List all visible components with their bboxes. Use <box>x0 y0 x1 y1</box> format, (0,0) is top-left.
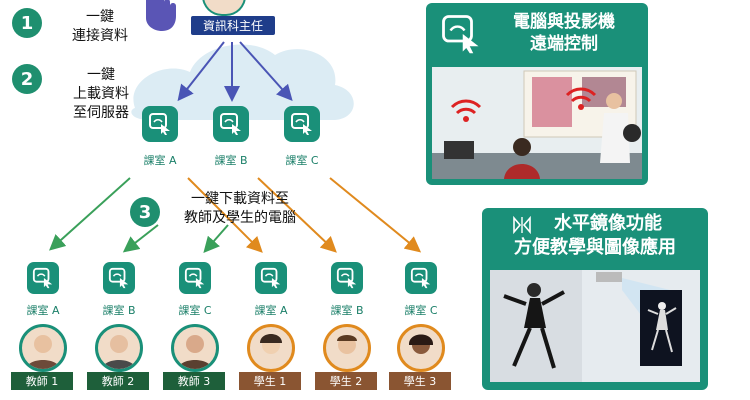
teacher-1-room-tile[interactable] <box>27 262 59 294</box>
step-3-line2: 教師及學生的電腦 <box>184 210 296 226</box>
student-1-room-tile[interactable] <box>255 262 287 294</box>
touch-screen-icon <box>184 267 205 289</box>
mirror-title-line2: 方便教學與圖像應用 <box>514 237 676 258</box>
classroom-photo <box>432 67 642 179</box>
student-3-label: 學生 3 <box>389 372 451 390</box>
remote-panel-title: 電腦與投影機 遠端控制 <box>484 11 644 55</box>
teacher-2-label: 教師 2 <box>87 372 149 390</box>
teacher-2-avatar <box>95 324 143 372</box>
touch-screen-icon <box>260 267 281 289</box>
teacher-1-avatar <box>19 324 67 372</box>
step-2-text: 一鍵 上載資料 至伺服器 <box>56 66 146 123</box>
remote-title-line1: 電腦與投影機 <box>513 12 615 32</box>
step-3-number: 3 <box>130 197 160 227</box>
student-1-avatar <box>247 324 295 372</box>
cloud-room-a-tile[interactable] <box>142 106 178 142</box>
touch-screen-icon <box>291 113 312 135</box>
step-1-line1: 一鍵 <box>86 9 114 25</box>
teacher-3-avatar <box>171 324 219 372</box>
step-1-line2: 連接資料 <box>72 28 128 44</box>
student-3-avatar <box>397 324 445 372</box>
hand-icon <box>146 0 176 31</box>
teacher-2-room-tile[interactable] <box>103 262 135 294</box>
student-3-room-tile[interactable] <box>405 262 437 294</box>
student-1-room-label: 課室 A <box>254 304 288 317</box>
touch-screen-icon <box>32 267 53 289</box>
student-2-avatar <box>323 324 371 372</box>
teacher-3-room-tile[interactable] <box>179 262 211 294</box>
cloud-room-c-tile[interactable] <box>284 106 320 142</box>
mirror-panel-title: 水平鏡像功能 方便教學與圖像應用 <box>482 212 708 260</box>
student-2-room-tile[interactable] <box>331 262 363 294</box>
student-3-room-label: 課室 C <box>404 304 438 317</box>
admin-label: 資訊科主任 <box>191 16 275 35</box>
touch-screen-icon <box>336 267 357 289</box>
teacher-3-room-label: 課室 C <box>178 304 212 317</box>
touch-screen-icon <box>108 267 129 289</box>
step-2-line2: 上載資料 <box>73 86 129 102</box>
dancer-photo <box>490 270 700 382</box>
student-2-room-label: 課室 B <box>330 304 364 317</box>
step-2-line3: 至伺服器 <box>73 105 129 121</box>
step-2-line1: 一鍵 <box>87 67 115 83</box>
touch-screen-icon <box>410 267 431 289</box>
student-2-label: 學生 2 <box>315 372 377 390</box>
student-1-label: 學生 1 <box>239 372 301 390</box>
step-2-number: 2 <box>12 64 42 94</box>
touch-screen-icon <box>149 113 170 135</box>
step-1-text: 一鍵 連接資料 <box>60 8 140 46</box>
remote-touch-icon <box>440 13 482 55</box>
mirror-title-line1: 水平鏡像功能 <box>554 213 662 234</box>
touch-screen-icon <box>220 113 241 135</box>
teacher-2-room-label: 課室 B <box>102 304 136 317</box>
teacher-1-room-label: 課室 A <box>26 304 60 317</box>
teacher-1-label: 教師 1 <box>11 372 73 390</box>
cloud-room-a-label: 課室 A <box>143 154 177 167</box>
mirror-function-panel: 水平鏡像功能 方便教學與圖像應用 <box>482 208 708 390</box>
mirror-icon <box>512 215 532 235</box>
step-3-line1: 一鍵下載資料至 <box>191 191 289 207</box>
remote-control-panel: 電腦與投影機 遠端控制 <box>426 3 648 185</box>
step-1-number: 1 <box>12 8 42 38</box>
remote-title-line2: 遠端控制 <box>530 34 598 54</box>
teacher-3-label: 教師 3 <box>163 372 225 390</box>
cloud-room-b-tile[interactable] <box>213 106 249 142</box>
step-3-text: 一鍵下載資料至 教師及學生的電腦 <box>170 190 310 228</box>
cloud-room-b-label: 課室 B <box>214 154 248 167</box>
cloud-room-c-label: 課室 C <box>285 154 319 167</box>
